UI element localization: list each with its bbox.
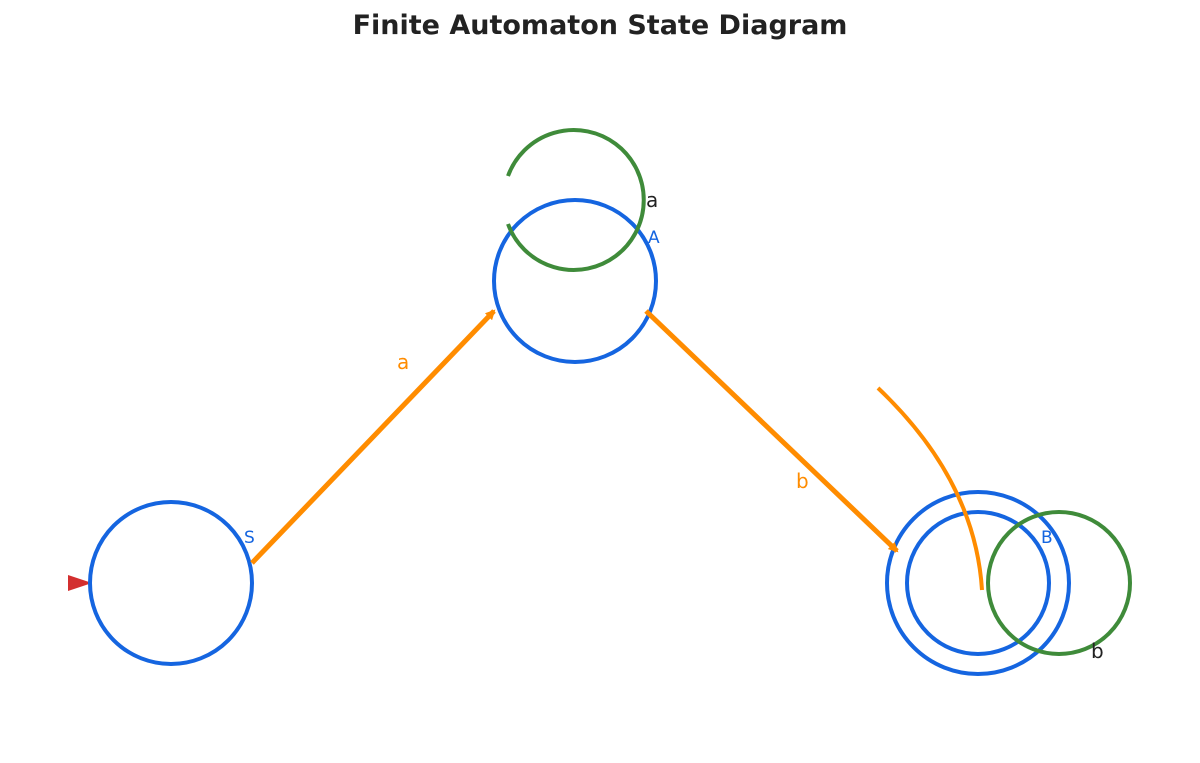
self-loop-b[interactable] — [986, 510, 1132, 656]
state-b-label: B — [1041, 528, 1053, 548]
state-a-label: A — [648, 228, 660, 248]
self-loop-a-label: a — [646, 188, 658, 212]
diagram-title: Finite Automaton State Diagram — [352, 10, 848, 41]
self-loop-a[interactable] — [506, 128, 646, 272]
transition-s-a-label: a — [397, 350, 409, 374]
transition-a-b[interactable] — [644, 309, 899, 553]
self-loop-b-label: b — [1091, 639, 1104, 663]
state-b-outer-circle[interactable] — [885, 490, 1071, 676]
transition-s-a[interactable] — [250, 309, 496, 565]
start-arrow — [68, 575, 92, 591]
state-b-inner-circle[interactable] — [905, 510, 1051, 656]
state-s-circle[interactable] — [88, 500, 254, 666]
transition-a-b-label: b — [796, 469, 809, 493]
transition-arc-b — [876, 386, 984, 591]
state-s-label: S — [244, 528, 255, 548]
state-a-circle[interactable] — [492, 198, 658, 364]
